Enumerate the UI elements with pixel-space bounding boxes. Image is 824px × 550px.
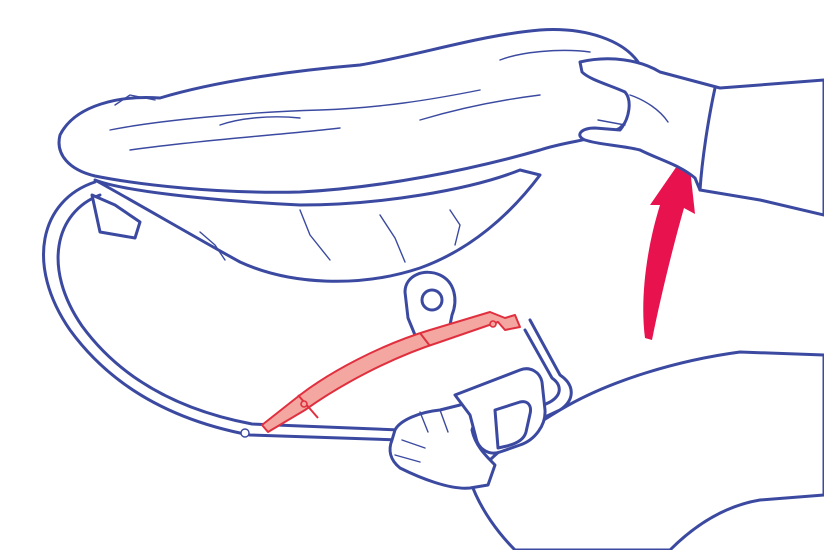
lift-up-arrow-icon — [643, 150, 695, 340]
bouncer-seat — [59, 30, 643, 282]
left-hand — [390, 352, 824, 550]
right-hand — [580, 59, 824, 215]
